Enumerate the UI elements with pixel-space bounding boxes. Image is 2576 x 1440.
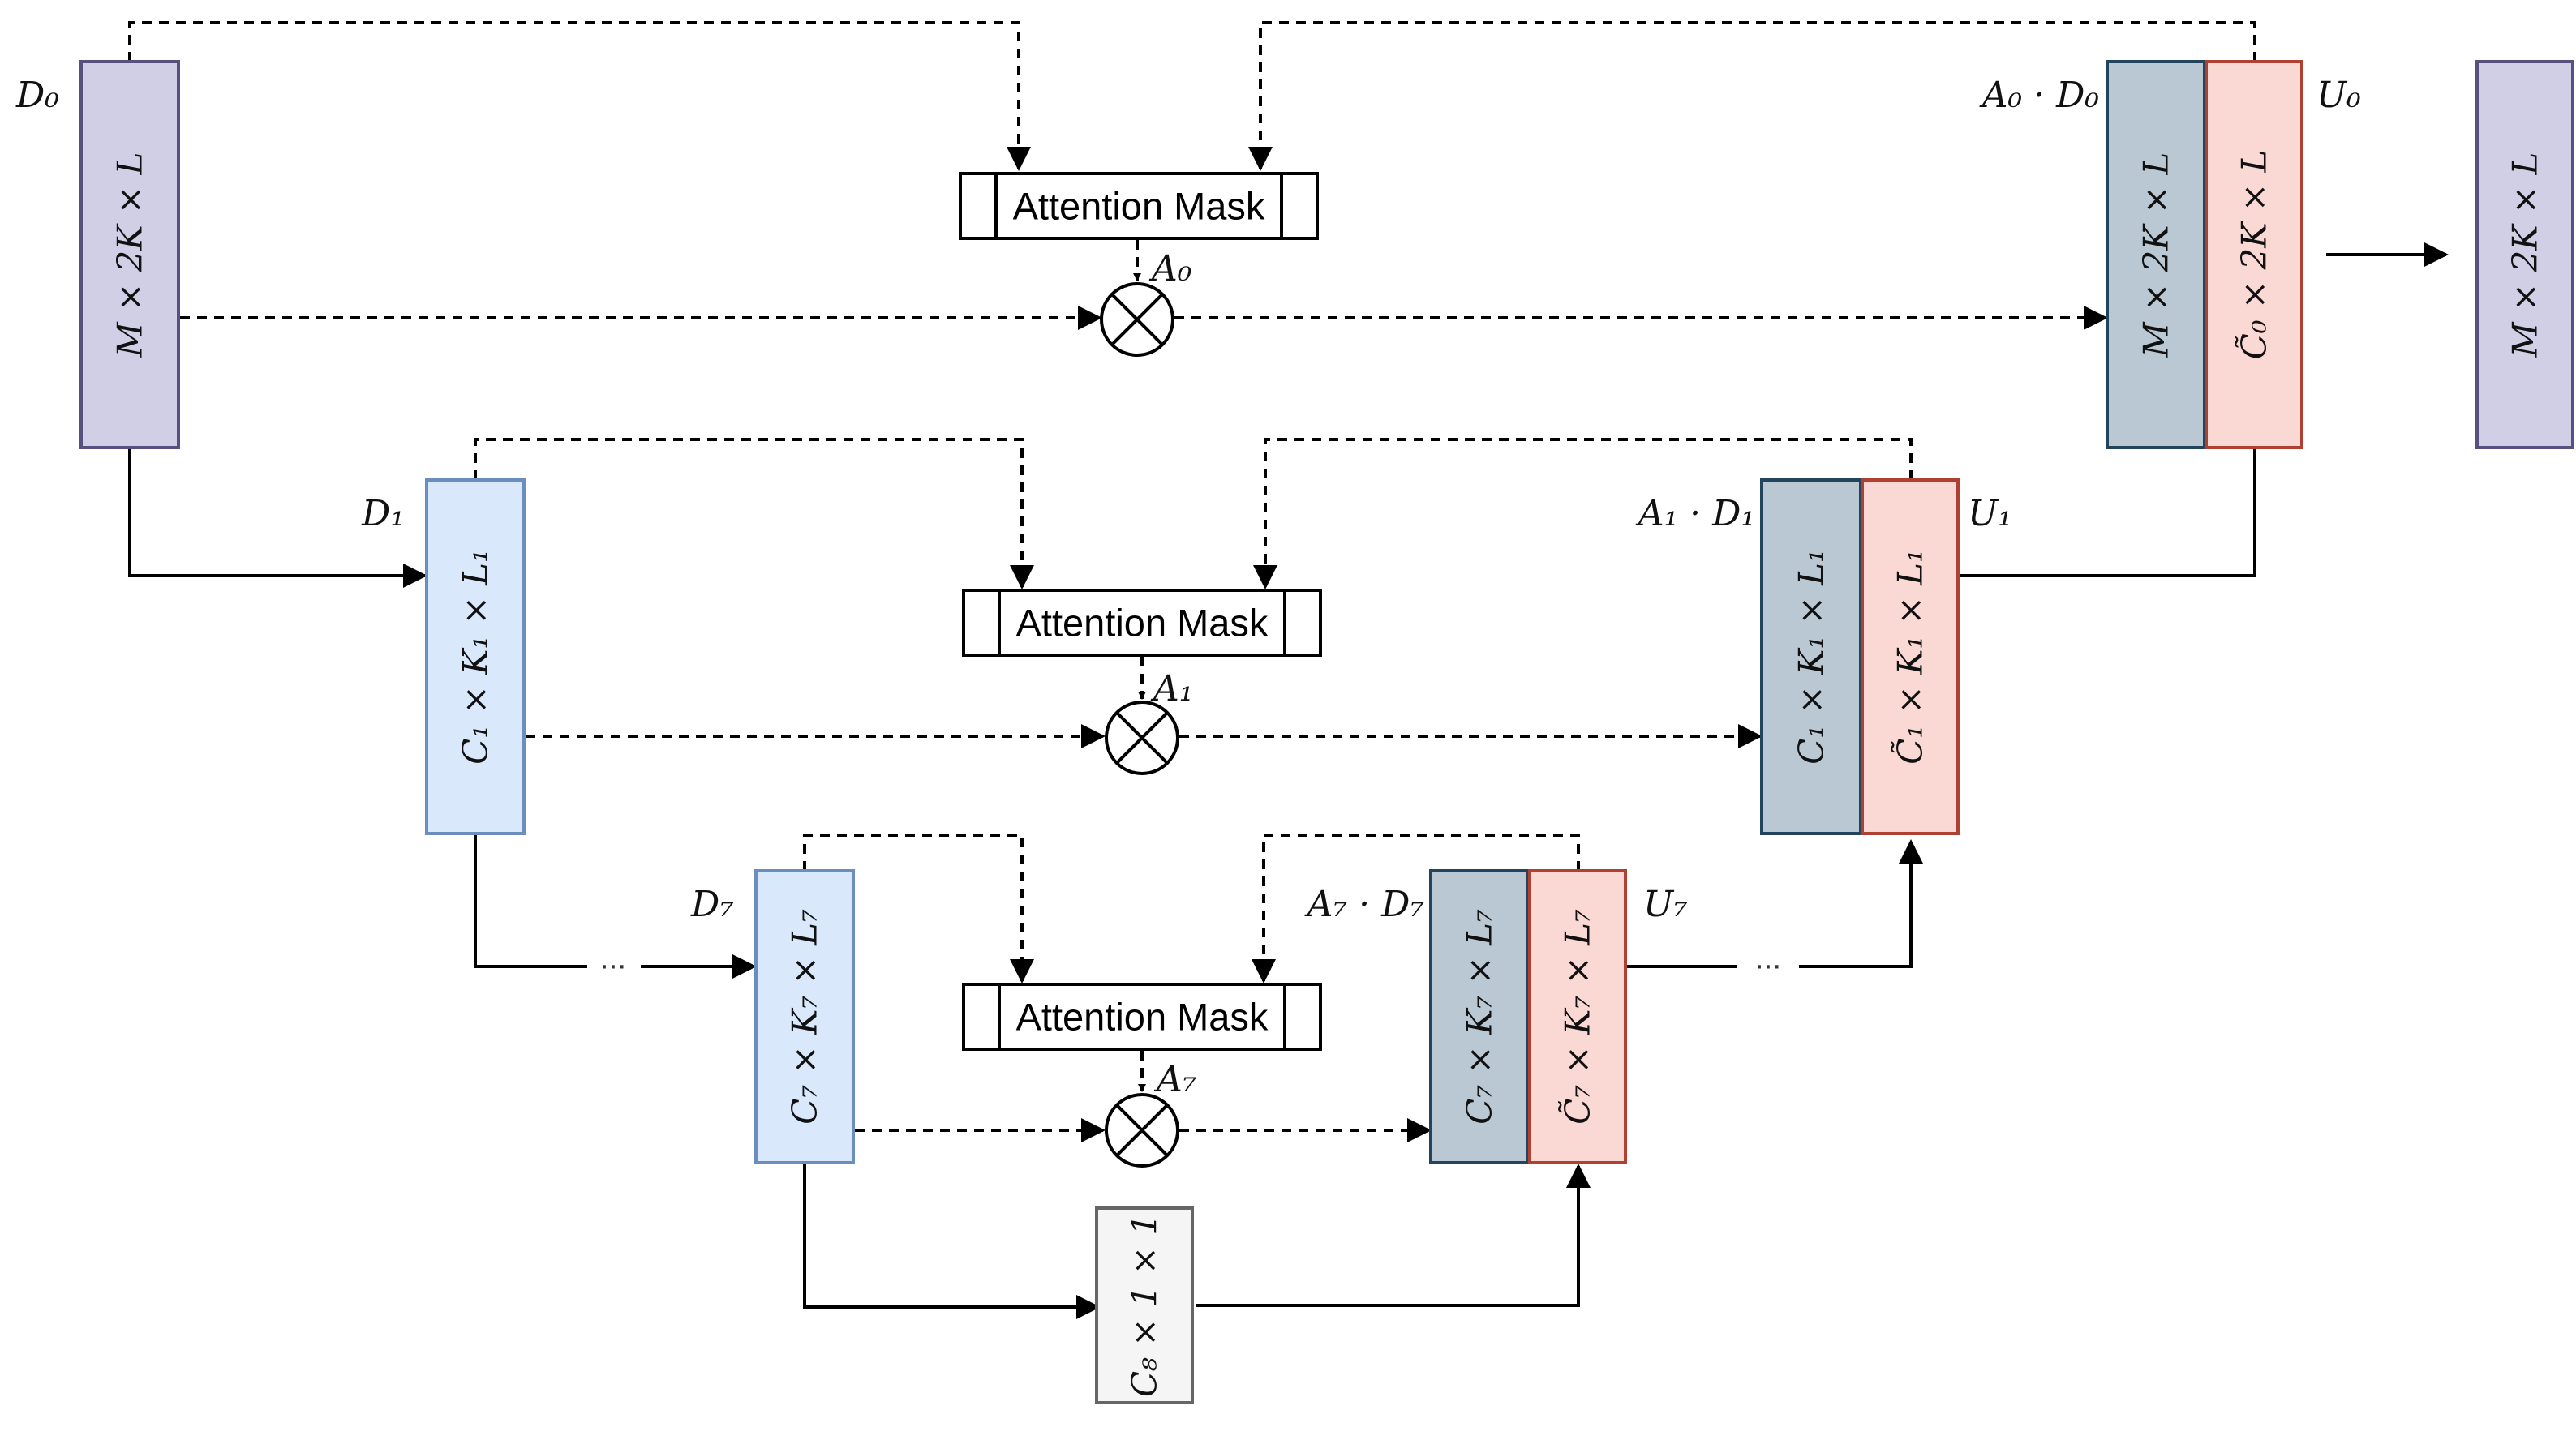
attention-mask-7: Attention Mask [962, 983, 1322, 1051]
d0-to-d1-arrow [128, 448, 427, 588]
solid-connectors [128, 242, 2449, 1319]
block-text-d0: M × 2K × L [110, 152, 150, 358]
multiply-icon-7 [1105, 1093, 1179, 1168]
d7-to-mask7-dashed [803, 834, 1034, 984]
block-text-a1d1: C₁ × K₁ × L₁ [1792, 549, 1831, 765]
bottleneck-block: C₈ × 1 × 1 [1095, 1206, 1194, 1404]
block-text-u0: C̃₀ × 2K × L [2234, 150, 2274, 360]
decoder-block-1: C̃₁ × K₁ × L₁ [1861, 478, 1960, 835]
skip-block-1: C₁ × K₁ × L₁ [1760, 478, 1862, 835]
u7-to-mask7-dashed [1252, 834, 1580, 984]
label-d7: D₇ [690, 884, 734, 925]
decoder-block-7: C̃₇ × K₇ × L₇ [1528, 869, 1627, 1164]
d7-to-bottleneck-arrow [803, 1161, 1101, 1319]
decoder-block-0: C̃₀ × 2K × L [2205, 60, 2303, 449]
u0-to-mask0-dashed [1248, 21, 2256, 171]
label-a7: A₇ [1153, 1059, 1197, 1100]
block-text-a7d7: C₇ × K₇ × L₇ [1460, 909, 1500, 1125]
d0-to-mask0-dashed [128, 21, 1031, 171]
multiply-icon-0 [1100, 282, 1174, 357]
label-a1: A₁ [1150, 668, 1193, 709]
block-text-u7: C̃₇ × K₇ × L₇ [1557, 909, 1598, 1125]
u7-to-u1-arrow [1799, 839, 1923, 968]
ellipsis-decoder: ··· [1755, 951, 1781, 984]
label-u1: U₁ [1968, 493, 2012, 534]
attention-mask-0: Attention Mask [959, 172, 1319, 240]
label-d1: D₁ [361, 493, 405, 534]
ellipsis-encoder: ··· [600, 951, 626, 984]
encoder-block-7: C₇ × K₇ × L₇ [754, 869, 855, 1164]
u1-to-mask1-dashed [1253, 438, 1913, 589]
block-text-output: M × 2K × L [2505, 152, 2545, 358]
block-text-d1: C₁ × K₁ × L₁ [456, 549, 496, 765]
dashed-connectors [128, 21, 2256, 1142]
label-a7d7: A₇ · D₇ [1304, 884, 1425, 925]
label-d0: D₀ [15, 75, 59, 116]
bottleneck-to-u7-arrow [1196, 1164, 1591, 1307]
label-a0d0: A₀ · D₀ [1979, 75, 2100, 116]
d1-to-d7-line [474, 832, 587, 968]
block-text-d7: C₇ × K₇ × L₇ [785, 909, 825, 1125]
u1-to-u0-line [1960, 448, 2256, 577]
encoder-block-1: C₁ × K₁ × L₁ [425, 478, 526, 835]
d1-to-mask1-dashed [474, 438, 1034, 589]
block-text-u1: C̃₁ × K₁ × L₁ [1890, 549, 1930, 765]
labels: D₀ D₁ D₇ A₀ · D₀ A₁ · D₁ A₇ · D₇ U₀ U₁ U… [15, 75, 2361, 1100]
attention-mask-7-label: Attention Mask [1016, 996, 1269, 1039]
block-text-bottleneck: C₈ × 1 × 1 [1125, 1214, 1165, 1397]
skip-block-7: C₇ × K₇ × L₇ [1429, 869, 1530, 1164]
multiply-icon-1 [1105, 701, 1179, 775]
label-a1d1: A₁ · D₁ [1635, 493, 1755, 534]
output-block: M × 2K × L [2475, 60, 2574, 449]
label-u0: U₀ [2316, 75, 2361, 116]
attention-mask-0-label: Attention Mask [1013, 185, 1265, 228]
encoder-input-block: M × 2K × L [79, 60, 180, 449]
label-a0: A₀ [1148, 248, 1192, 289]
label-u7: U₇ [1643, 884, 1688, 925]
block-text-a0d0: M × 2K × L [2136, 152, 2176, 358]
attention-mask-1: Attention Mask [962, 589, 1322, 657]
skip-block-0: M × 2K × L [2106, 60, 2206, 449]
attention-mask-1-label: Attention Mask [1016, 602, 1269, 645]
